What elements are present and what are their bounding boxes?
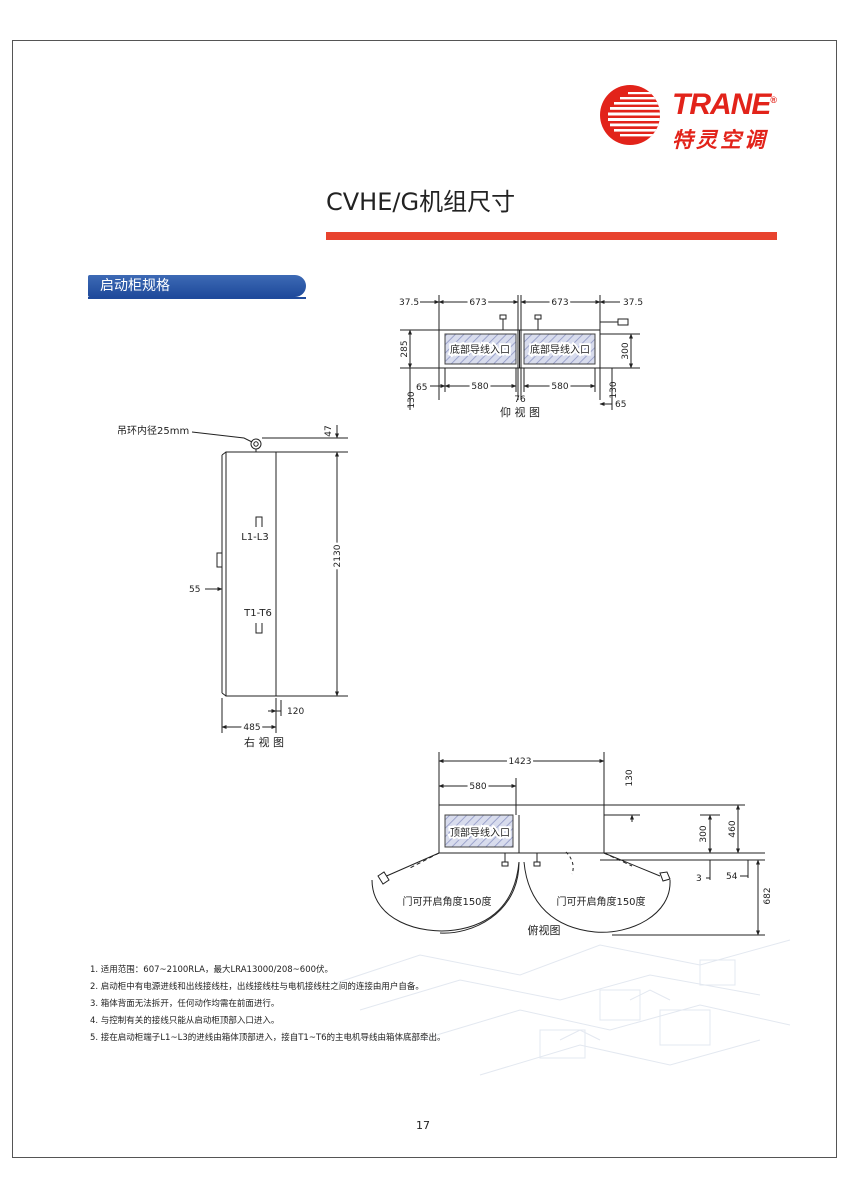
door-label-right: 门可开启角度150度	[556, 895, 645, 908]
dim-width-right: 673	[551, 298, 568, 308]
title-underline	[326, 232, 777, 240]
right-view-drawing	[191, 425, 348, 733]
bottom-view-drawing	[400, 295, 640, 410]
dim-width-left: 673	[469, 298, 486, 308]
dim-depth-right: 300	[621, 342, 631, 359]
page-number: 17	[416, 1119, 430, 1132]
background-sketch	[329, 939, 791, 1076]
door-label-left: 门可开启角度150度	[402, 895, 491, 908]
dim-depth-a: 300	[699, 825, 709, 842]
top-entry-label: 顶部导线入口	[450, 826, 510, 839]
bottom-view-labels: 37.5 673 673 37.5 285 300 底部导线入口 底部导线入口 …	[399, 296, 643, 420]
notes-list: 1. 适用范围：607~2100RLA，最大LRA13000/208~600伏。…	[90, 962, 790, 1047]
dim-gap: 76	[514, 395, 526, 405]
ring-label: 吊环内径25mm	[117, 424, 189, 437]
top-view-caption: 俯视图	[528, 923, 561, 937]
section-underline	[88, 297, 306, 299]
note-item: 4. 与控制有关的接线只能从启动柜顶部入口进入。	[90, 1016, 280, 1026]
bottom-entry-label-right: 底部导线入口	[530, 343, 590, 356]
right-view-caption: 右 视 图	[244, 735, 284, 749]
dim-top: 130	[625, 769, 635, 786]
dim-handle: 55	[189, 585, 200, 595]
dim-depth-b: 460	[728, 820, 738, 837]
note-item: 2. 启动柜中有电源进线和出线接线柱，出线接线柱与电机接线柱之间的连接由用户自备…	[90, 982, 424, 992]
top-view-drawing	[371, 752, 765, 936]
page-frame	[12, 40, 837, 1158]
bottom-entry-label-left: 底部导线入口	[450, 343, 510, 356]
dim-small: 3	[696, 874, 702, 884]
registered-mark: ®	[770, 95, 777, 105]
dim-height: 2130	[333, 544, 343, 567]
dim-opening-right: 580	[551, 382, 568, 392]
dim-ring: 47	[324, 425, 334, 436]
note-item: 1. 适用范围：607~2100RLA，最大LRA13000/208~600伏。	[90, 965, 334, 975]
dim-door: 682	[763, 887, 773, 904]
dim-edge-right: 65	[615, 400, 626, 410]
page-title: CVHE/G机组尺寸	[326, 188, 516, 216]
right-view-labels: 吊环内径25mm 47 2130 L1-L3 T1-T6 55 120 485 …	[117, 424, 346, 749]
dim-edge-left: 65	[416, 383, 427, 393]
brand-name: TRANE	[672, 88, 771, 121]
note-item: 5. 接在启动柜端子L1~L3的进线由箱体顶部进入，接自T1~T6的主电机导线由…	[90, 1033, 446, 1043]
trane-logo: TRANE® 特灵空调	[598, 80, 788, 152]
dim-top-width: 1423	[509, 757, 532, 767]
dim-depth: 485	[243, 723, 260, 733]
dim-bottom-left: 130	[407, 391, 417, 408]
dim-bottom-right: 130	[609, 381, 619, 398]
section-title: 启动柜规格	[100, 278, 170, 294]
dim-depth-left: 285	[400, 340, 410, 357]
trane-globe-icon	[600, 85, 660, 145]
note-item: 3. 箱体背面无法拆开，任何动作均需在前面进行。	[90, 999, 280, 1009]
dim-left-edge: 37.5	[399, 298, 419, 308]
dim-top-opening: 580	[469, 782, 486, 792]
dim-right-edge: 37.5	[623, 298, 643, 308]
section-header: 启动柜规格	[88, 275, 306, 297]
dim-opening-left: 580	[471, 382, 488, 392]
terminal-top-label: L1-L3	[241, 532, 268, 543]
top-view-labels: 1423 580 130 顶部导线入口 300 460 3 54 682 门可开…	[400, 755, 773, 938]
dim-front: 120	[287, 707, 304, 717]
terminal-bottom-label: T1-T6	[243, 608, 272, 619]
dim-offset: 54	[726, 872, 738, 882]
brand-name-cn: 特灵空调	[672, 128, 768, 152]
bottom-view-caption: 仰 视 图	[500, 405, 540, 419]
